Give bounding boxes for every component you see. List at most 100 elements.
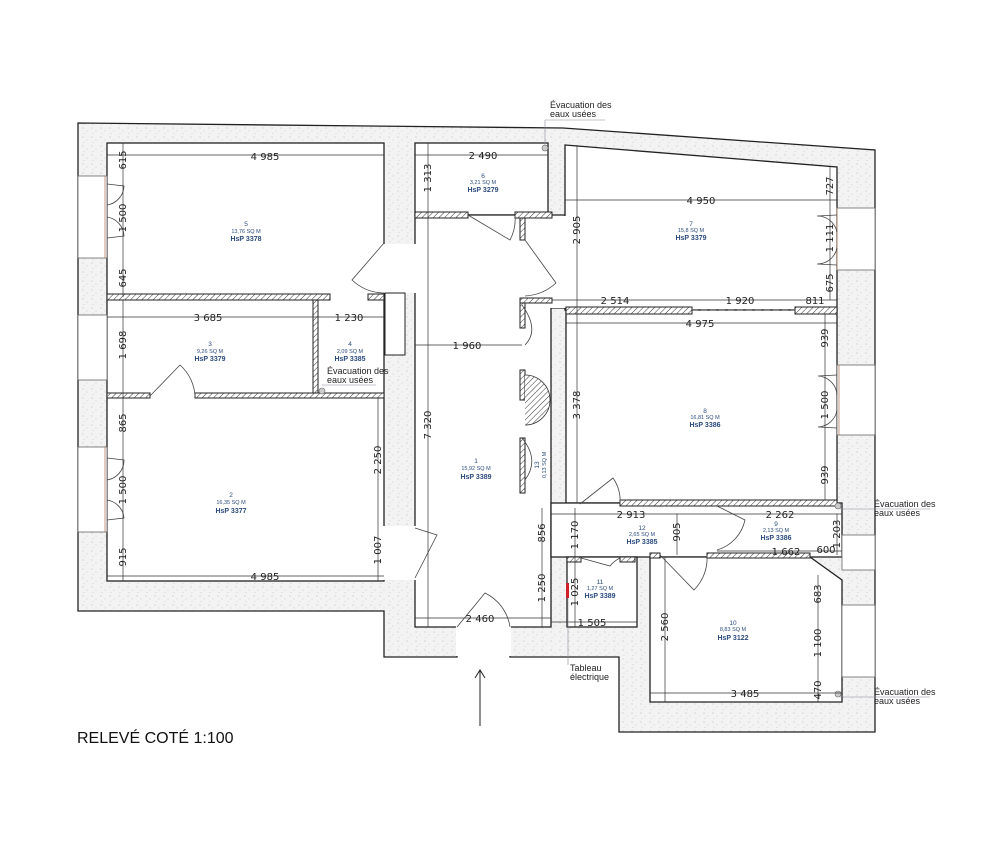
dimension-label: 1 203 [832,520,843,549]
svg-text:6: 6 [481,173,485,180]
svg-text:HsP 3378: HsP 3378 [230,236,261,243]
dimension-label: 1 313 [423,164,434,193]
svg-text:15,92 SQ M: 15,92 SQ M [461,466,491,472]
svg-text:7: 7 [689,221,693,228]
svg-text:électrique: électrique [570,672,609,682]
svg-text:eaux usées: eaux usées [874,696,921,706]
dimension-label: 675 [825,273,836,292]
svg-text:eaux usées: eaux usées [550,109,597,119]
entrance-arrow-icon [474,669,486,726]
dimension-label: 1 230 [335,313,364,324]
svg-text:HsP 3377: HsP 3377 [215,508,246,515]
dimension-label: 470 [813,680,824,699]
svg-text:3,21 SQ M: 3,21 SQ M [470,180,497,186]
svg-text:9: 9 [774,521,778,528]
svg-text:HsP 3389: HsP 3389 [460,474,491,481]
dimension-label: 4 985 [251,572,280,583]
svg-text:8,83 SQ M: 8,83 SQ M [720,627,747,633]
svg-text:16,81 SQ M: 16,81 SQ M [690,415,720,421]
svg-text:3: 3 [208,341,212,348]
dimension-label: 1 505 [578,618,607,629]
electric-panel [566,583,569,598]
dimension-label: 4 985 [251,152,280,163]
dimension-label: 1 007 [373,536,384,565]
plan-title: RELEVÉ COTÉ 1:100 [77,728,234,747]
dimension-label: 1 100 [813,629,824,658]
dimension-label: 615 [118,150,129,169]
dimension-label: 7 320 [423,411,434,440]
svg-text:13,76 SQ M: 13,76 SQ M [231,229,261,235]
svg-text:2,09 SQ M: 2,09 SQ M [337,349,364,355]
dimension-label: 811 [805,296,824,307]
svg-text:Évacuation des: Évacuation des [327,366,389,376]
dimension-label: 1 500 [118,476,129,505]
svg-text:Évacuation des: Évacuation des [874,687,936,697]
svg-text:11: 11 [597,579,604,586]
dimension-label: 2 490 [469,151,498,162]
dimension-label: 915 [118,547,129,566]
dimension-label: 939 [820,465,831,484]
room-voids [106,142,843,703]
dimension-label: 600 [816,545,835,556]
svg-text:4: 4 [348,341,352,348]
dimension-label: 1 920 [726,296,755,307]
svg-text:HsP 3386: HsP 3386 [689,422,720,429]
svg-text:5: 5 [244,221,248,228]
dimension-label: 4 975 [686,319,715,330]
svg-text:HsP 3379: HsP 3379 [675,235,706,242]
svg-text:12: 12 [638,525,646,532]
svg-text:HsP 3279: HsP 3279 [467,187,498,194]
dimension-label: 1 500 [118,204,129,233]
dimension-label: 727 [825,176,836,195]
svg-text:15,8 SQ M: 15,8 SQ M [678,228,705,234]
dimension-label: 1 111 [825,224,836,253]
dimension-label: 1 170 [570,521,581,550]
svg-text:1: 1 [474,458,478,465]
dimension-label: 4 950 [687,196,716,207]
svg-text:2,65 SQ M: 2,65 SQ M [629,532,656,538]
doors [106,183,838,628]
dimension-label: 865 [118,413,129,432]
windows [77,175,876,678]
svg-text:Tableau: Tableau [570,663,602,673]
svg-text:1,27 SQ M: 1,27 SQ M [587,586,614,592]
dimension-label: 3 485 [731,689,760,700]
dimension-label: 1 025 [570,578,581,607]
dimension-label: 856 [537,523,548,542]
dimension-label: 2 250 [373,446,384,475]
svg-text:2,13 SQ M: 2,13 SQ M [763,528,790,534]
dimension-lines [107,143,842,702]
svg-text:HsP 3385: HsP 3385 [626,539,657,546]
svg-text:Évacuation des: Évacuation des [550,100,612,110]
svg-text:Évacuation des: Évacuation des [874,499,936,509]
dimension-label: 2 460 [466,614,495,625]
partitions [106,211,838,563]
svg-text:HsP 3386: HsP 3386 [760,535,791,542]
room-label-1: 115,92 SQ M HsP 3389 [460,458,491,481]
svg-text:10: 10 [729,620,737,627]
svg-text:0,13 SQ M: 0,13 SQ M [542,451,548,478]
dimension-label: 1 662 [772,547,801,558]
dimension-label: 905 [672,522,683,541]
dimension-label: 1 250 [537,574,548,603]
closet-box [384,292,406,356]
dimension-label: 939 [820,328,831,347]
dimension-label: 645 [118,268,129,287]
svg-text:8: 8 [703,408,707,415]
svg-text:2: 2 [229,492,233,499]
dimension-label: 2 560 [660,613,671,642]
